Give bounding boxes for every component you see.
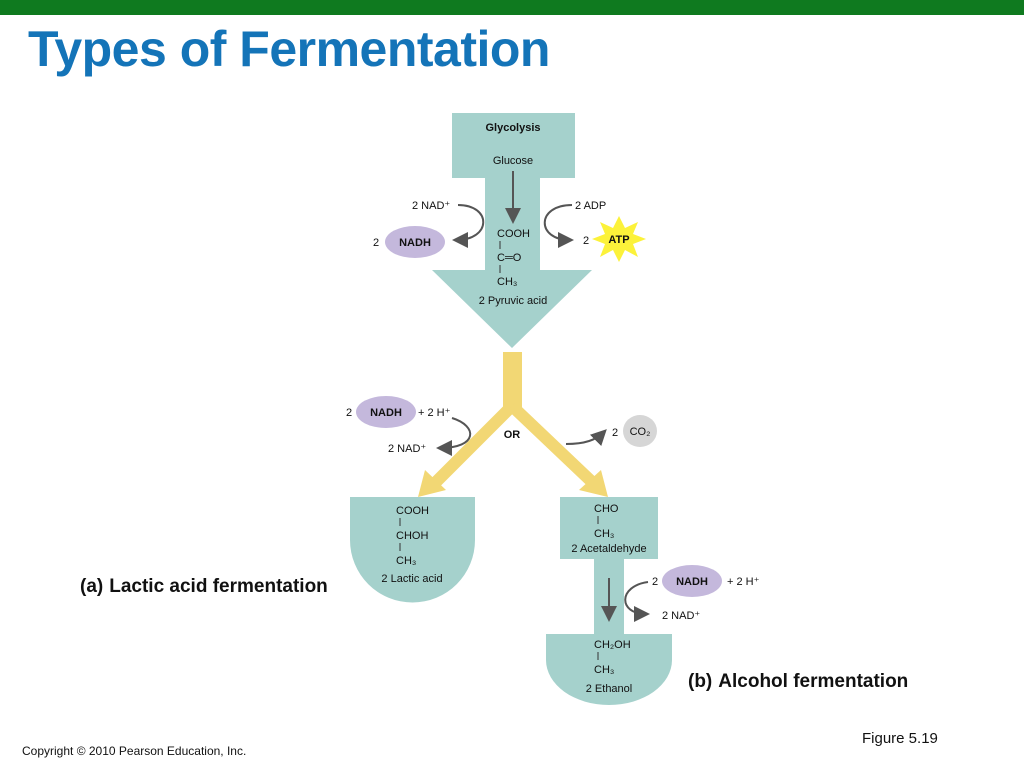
lactic-bowl [350, 497, 475, 603]
branch-nad-curve-arrow [436, 417, 471, 456]
top-bar [0, 0, 1024, 15]
alcohol-nad-out: 2 NAD⁺ [662, 610, 700, 622]
acetaldehyde-cho: CHO [594, 503, 619, 515]
branch-right [507, 401, 597, 487]
glycolysis-heading: Glycolysis [485, 122, 540, 134]
caption-alcohol-text: Alcohol fermentation [718, 671, 909, 692]
caption-lactic-text: Lactic acid fermentation [109, 576, 328, 597]
pyruvate-co: C═O [497, 252, 522, 264]
slide-title: Types of Fermentation [28, 21, 550, 77]
co2-ellipse [623, 415, 657, 447]
branch-nad-out: 2 NAD⁺ [388, 443, 426, 455]
adp-curve-arrow [543, 204, 574, 248]
glycolysis-arrow [432, 113, 592, 348]
pyruvate-cooh: COOH [497, 228, 530, 240]
pyruvate-ch3: CH₃ [497, 276, 517, 288]
branch-left [431, 401, 517, 487]
alcohol-nadh-label: NADH [676, 576, 708, 588]
alcohol-nadh-ellipse [662, 565, 722, 597]
ethanol-ch2oh: CH₂OH [594, 639, 631, 651]
or-label: OR [504, 429, 521, 441]
caption-lactic-letter: (a) [80, 576, 104, 597]
caption-lactic: (a)Lactic acid fermentation [80, 576, 328, 598]
branch-stem [503, 352, 522, 408]
branch-right-head [579, 470, 608, 497]
lactic-ch3: CH₃ [396, 555, 416, 567]
acetaldehyde-box [560, 497, 658, 559]
nadh-label: NADH [399, 237, 431, 249]
alcohol-h-plus: + 2 H⁺ [727, 576, 760, 588]
alcohol-nad-curve-arrow [624, 581, 650, 622]
co2-label: CO₂ [630, 426, 651, 438]
atp-label: ATP [608, 234, 629, 246]
alcohol-nadh-coef: 2 [652, 576, 658, 588]
copyright-text: Copyright © 2010 Pearson Education, Inc. [22, 744, 247, 758]
branch-nadh-label: NADH [370, 407, 402, 419]
ethanol-label: 2 Ethanol [586, 683, 632, 695]
adp-in-label: 2 ADP [575, 200, 606, 212]
nad-in-label: 2 NAD⁺ [412, 200, 450, 212]
acetaldehyde-ch3: CH₃ [594, 528, 614, 540]
co2-curve-arrow [565, 429, 607, 447]
caption-alcohol: (b)Alcohol fermentation [688, 671, 908, 693]
atp-burst [592, 216, 646, 262]
branch-left-head [418, 470, 446, 497]
ethanol-bowl [546, 634, 672, 705]
lactic-acid-label: 2 Lactic acid [381, 573, 442, 585]
nadh-coef: 2 [373, 237, 379, 249]
lactic-cooh: COOH [396, 505, 429, 517]
ethanol-ch3: CH₃ [594, 664, 614, 676]
branch-nadh-coef: 2 [346, 407, 352, 419]
acetaldehyde-label: 2 Acetaldehyde [571, 543, 646, 555]
pyruvic-acid-label: 2 Pyruvic acid [479, 295, 547, 307]
co2-coef: 2 [612, 427, 618, 439]
branch-nadh-ellipse [356, 396, 416, 428]
branch-h-plus: + 2 H⁺ [418, 407, 451, 419]
caption-alcohol-letter: (b) [688, 671, 713, 692]
nadh-ellipse [385, 226, 445, 258]
nad-curve-arrow [452, 204, 485, 248]
atp-coef: 2 [583, 235, 589, 247]
lactic-choh: CHOH [396, 530, 428, 542]
glucose-label: Glucose [493, 155, 533, 167]
figure-label: Figure 5.19 [862, 730, 938, 747]
